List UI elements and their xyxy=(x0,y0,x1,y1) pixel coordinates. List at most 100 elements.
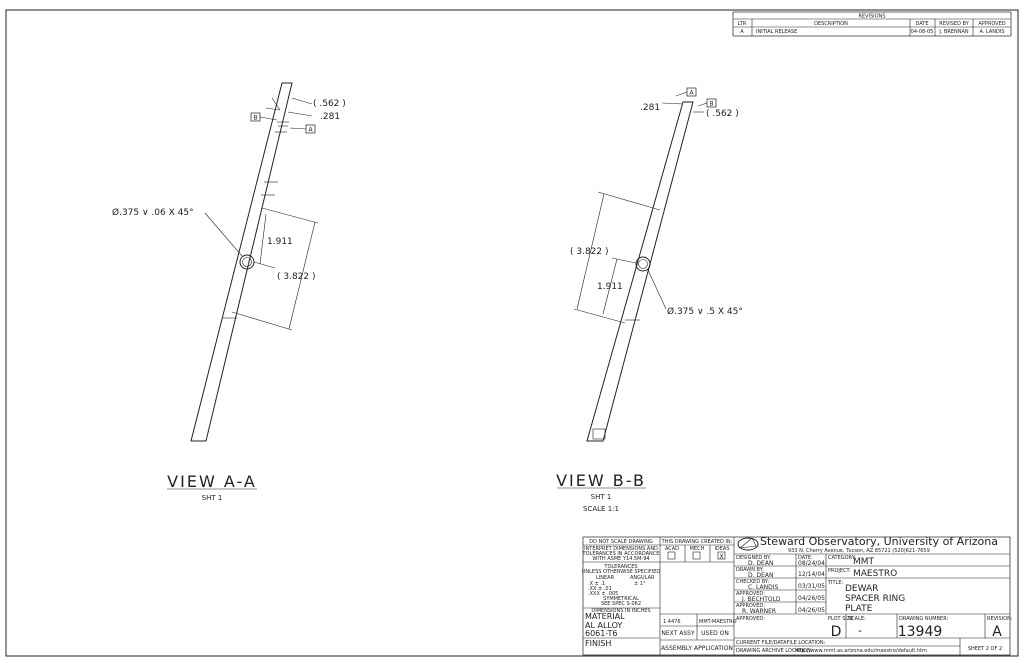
tb-category-label: CATEGORY: xyxy=(828,555,856,561)
rev-row-desc: INITIAL RELEASE xyxy=(756,29,797,35)
view-b-scale: SCALE 1:1 xyxy=(583,505,619,513)
tb-see-spec: SEE SPEC S-062 xyxy=(601,601,641,607)
view-b-title: VIEW B-B xyxy=(556,471,646,490)
tb-drawn-by: D. DEAN xyxy=(748,572,773,579)
revisions-header: REVISIONS xyxy=(858,14,885,20)
tb-scale-label: SCALE: xyxy=(848,616,866,622)
tb-org-name: Steward Observatory, University of Arizo… xyxy=(760,535,998,548)
rev-col-date: DATE xyxy=(915,21,928,27)
view-a-hole xyxy=(239,254,255,270)
tb-tolerances: TOLERANCES xyxy=(603,564,637,570)
tb-title-1: DEWAR xyxy=(845,584,878,594)
tb-plot-size: D xyxy=(831,624,842,640)
view-a-dim-1911: 1.911 xyxy=(267,237,293,247)
tb-linear: LINEAR xyxy=(596,575,615,581)
view-b-dim-562: ( .562 ) xyxy=(706,109,739,119)
tb-symmetrical: SYMMETRICAL xyxy=(603,596,639,602)
view-a-hole-callout: Ø.375 ∨ .06 X 45° xyxy=(112,207,194,218)
tb-tol-x: .X ± .1 xyxy=(588,581,605,587)
tb-approved1-label: APPROVED: xyxy=(736,591,765,597)
tb-material-label: MATERIAL xyxy=(585,612,625,621)
tb-interpret-2: TOLERANCES IN ACCORDANCE xyxy=(582,551,660,557)
tb-checked-date: 03/31/05 xyxy=(798,583,825,590)
tb-scale: - xyxy=(858,624,862,637)
sheet-border xyxy=(5,9,1019,657)
tb-plot-size-label: PLOT SIZE xyxy=(828,616,853,622)
tb-unless: UNLESS OTHERWISE SPECIFIED xyxy=(582,569,661,575)
tb-category: MMT xyxy=(853,557,875,567)
tb-material-2: 6061-T6 xyxy=(585,629,618,638)
tb-used-on: USED ON xyxy=(701,630,729,637)
tb-angular: ANGULAR xyxy=(630,575,655,581)
tb-approved1: J. BECHTOLD xyxy=(741,596,781,603)
view-b-part-outline xyxy=(586,101,694,442)
view-a-dim-3822: ( 3.822 ) xyxy=(277,272,316,282)
view-b-datum-a: A xyxy=(689,90,694,97)
rev-col-ltr: LTR xyxy=(738,21,747,27)
tb-tol-xxx: .XXX ± .005 xyxy=(588,591,618,597)
tb-checked-by: C. LANDIS xyxy=(748,584,778,591)
tb-acad: ACAD xyxy=(665,546,679,552)
view-b-hole xyxy=(635,256,651,272)
tb-tol-ang: ± 1° xyxy=(634,581,646,587)
view-a-datum-a: A xyxy=(308,127,313,134)
tb-drawn-label: DRAWN BY: xyxy=(736,567,764,573)
tb-drawing-no-label: DRAWING NUMBER: xyxy=(899,616,949,622)
tb-revision: A xyxy=(992,624,1002,640)
view-a-datum-b: B xyxy=(253,115,257,122)
tb-designed-date: 08/24/04 xyxy=(798,560,825,567)
tb-designed-label: DESIGNED BY: xyxy=(736,555,771,561)
view-b-dim-281: .281 xyxy=(640,103,660,113)
view-a-part-outline xyxy=(190,82,293,442)
rev-row-revised: J. BRENNAN xyxy=(938,29,969,35)
view-b-dim-1911: 1.911 xyxy=(597,282,623,292)
rev-row-date: 04-08-05 xyxy=(911,29,934,35)
view-a-a: ( .562 ) .281 B A Ø.375 ∨ .06 X 45° 1.91… xyxy=(112,82,346,502)
tb-tol-xx: .XX ± .01 xyxy=(588,586,612,592)
tb-next-assy: NEXT ASSY xyxy=(661,630,695,637)
tb-archive-path: http://www.mmt.as.arizona.edu/maestro/de… xyxy=(795,648,927,654)
tb-used-on-val: MMT-MAESTRO xyxy=(699,619,737,625)
view-b-sheet: SHT 1 xyxy=(591,493,612,501)
tb-material-1: AL ALLOY xyxy=(585,621,622,630)
view-b-datum-b: B xyxy=(709,101,713,108)
tb-sheet: SHEET 2 OF 2 xyxy=(968,646,1002,652)
tb-approved2-label: APPROVED: xyxy=(736,603,765,609)
tb-assembly-app: ASSEMBLY APPLICATION xyxy=(661,645,733,652)
tb-approved1-date: 04/26/05 xyxy=(798,595,825,602)
tb-drawing-no: 13949 xyxy=(898,624,943,640)
tb-title-2: SPACER RING xyxy=(845,594,905,604)
tb-approved2: R. WARNER xyxy=(742,608,776,615)
view-a-dim-562: ( .562 ) xyxy=(313,99,346,109)
view-b-b: A B .281 ( .562 ) ( 3.822 ) 1.911 Ø.375 … xyxy=(556,87,743,513)
tb-designed-by: D. DEAN xyxy=(748,560,773,567)
tb-ideas: IDEAS xyxy=(714,546,729,552)
rev-row-approved: A. LANDIS xyxy=(979,29,1004,35)
tb-title-3: PLATE xyxy=(845,604,873,614)
tb-project-label: PROJECT: xyxy=(828,568,851,574)
tb-checked-label: CHECKED BY: xyxy=(736,579,769,585)
tb-designed-date-label: DATE: xyxy=(798,555,813,561)
tb-interpret-3: WITH ASME Y14.5M-94 xyxy=(592,556,649,562)
rev-col-desc: DESCRIPTION xyxy=(814,21,848,27)
view-a-dim-281: .281 xyxy=(320,112,340,122)
steward-logo-icon xyxy=(737,537,759,551)
tb-ideas-mark: X xyxy=(719,554,723,561)
tb-drawn-date: 12/14/04 xyxy=(798,571,825,578)
tb-archive-label: DRAWING ARCHIVE LOCATION: xyxy=(736,648,813,654)
tb-qty: 1.4476 xyxy=(663,619,681,625)
revisions-table: REVISIONS LTR DESCRIPTION DATE REVISED B… xyxy=(732,11,1012,37)
tb-dims-inch: DIMENSIONS IN INCHES xyxy=(591,608,650,614)
rev-row-ltr: A xyxy=(740,29,744,35)
tb-project: MAESTRO xyxy=(853,569,897,579)
view-b-dim-3822: ( 3.822 ) xyxy=(570,247,609,257)
tb-finish-label: FINISH xyxy=(585,639,611,648)
rev-col-approved: APPROVED xyxy=(978,21,1005,27)
tb-approved3-label: APPROVED: xyxy=(736,616,765,622)
title-block: DO NOT SCALE DRAWING INTERPRET DIMENSION… xyxy=(582,535,1013,656)
view-a-sheet: SHT 1 xyxy=(202,494,223,502)
rev-col-revised: REVISED BY xyxy=(939,21,969,27)
tb-do-not-scale: DO NOT SCALE DRAWING xyxy=(589,539,653,545)
tb-current-loc-label: CURRENT FILE/DATAFILE LOCATION: xyxy=(736,640,826,646)
